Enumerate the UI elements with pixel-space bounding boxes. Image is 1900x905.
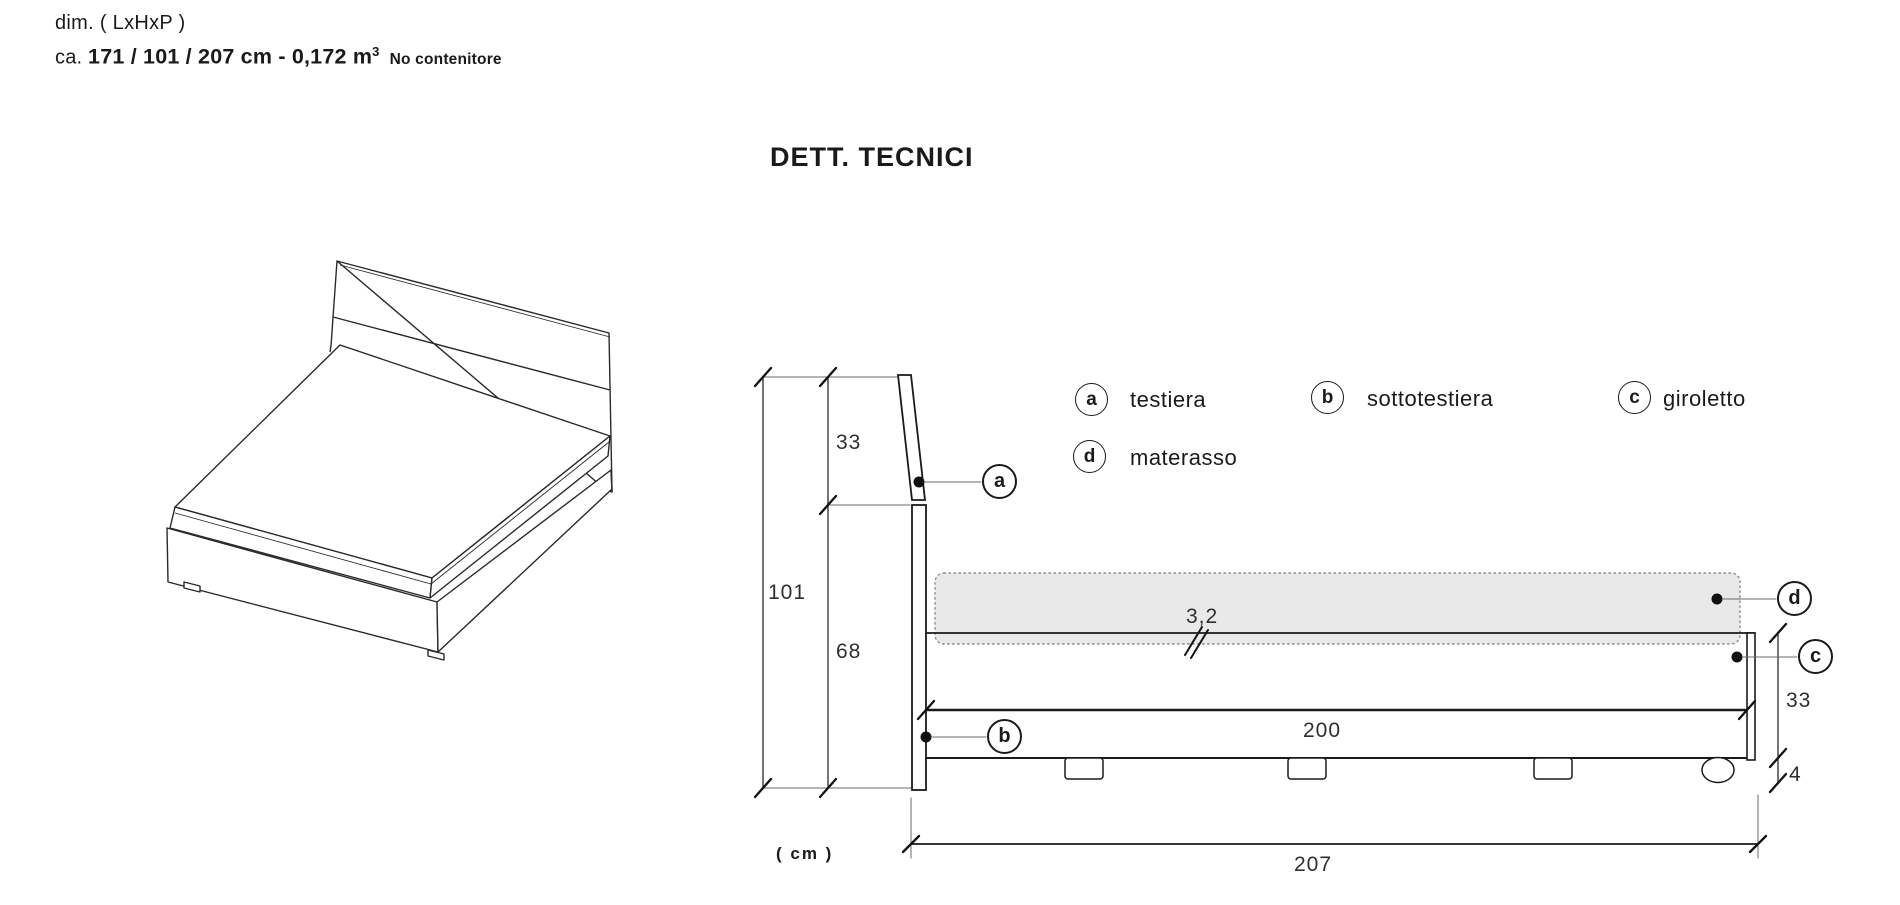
callout-letter-a: a (993, 470, 1006, 492)
side-view-drawing (753, 366, 1798, 859)
legend-label-giroletto: giroletto (1663, 386, 1746, 411)
callout-circle-a: a (982, 464, 1017, 499)
callout-letter-c: c (1809, 645, 1822, 667)
isometric-bed-drawing (166, 260, 613, 661)
legend-circle-b: b (1311, 381, 1344, 414)
callout-circle-d: d (1777, 581, 1812, 616)
dim-feet-height: 4 (1789, 763, 1802, 786)
feet-shapes (1064, 756, 1735, 784)
legend-circle-a: a (1075, 383, 1108, 416)
legend-letter-a: a (1086, 388, 1097, 410)
dim-headboard-above: 33 (836, 431, 862, 454)
legend-circle-d: d (1073, 440, 1106, 473)
callout-circle-b: b (987, 719, 1022, 754)
dimensions-header-label: dim. ( LxHxP ) (55, 12, 186, 34)
dimensions-header-values: ca. 171 / 101 / 207 cm - 0,172 m3 No cont… (55, 44, 502, 70)
dim-prefix: ca. (55, 46, 83, 69)
callout-letter-d: d (1788, 587, 1801, 609)
legend-letter-b: b (1321, 386, 1334, 408)
legend-label-testiera: testiera (1130, 387, 1207, 412)
legend-letter-d: d (1083, 445, 1096, 467)
callout-circle-c: c (1798, 639, 1833, 674)
page-title: DETT. TECNICI (770, 142, 974, 172)
container-note: No contenitore (389, 50, 502, 68)
dim-superscript: 3 (372, 44, 380, 59)
dim-total-depth: 207 (1294, 853, 1333, 876)
dim-under-headboard: 68 (836, 640, 862, 663)
dim-frame-height: 33 (1786, 689, 1812, 712)
dim-inner-length: 200 (1303, 719, 1342, 742)
dim-total-height: 101 (768, 581, 807, 604)
materasso-shape (934, 572, 1741, 645)
dim-mattress-inset: 3,2 (1186, 605, 1219, 628)
callout-letter-b: b (998, 725, 1011, 747)
legend-label-sottotestiera: sottotestiera (1367, 386, 1494, 411)
legend-label-materasso: materasso (1130, 445, 1238, 470)
testiera-shape (896, 374, 927, 501)
legend-circle-c: c (1618, 381, 1651, 414)
sottotestiera-shape (911, 504, 927, 791)
dim-values: 171 / 101 / 207 cm - 0,172 m (88, 44, 373, 69)
giroletto-shape (924, 632, 1756, 761)
legend-letter-c: c (1629, 386, 1640, 408)
callout-leaders (913, 476, 1798, 743)
unit-label: ( cm ) (776, 844, 834, 863)
